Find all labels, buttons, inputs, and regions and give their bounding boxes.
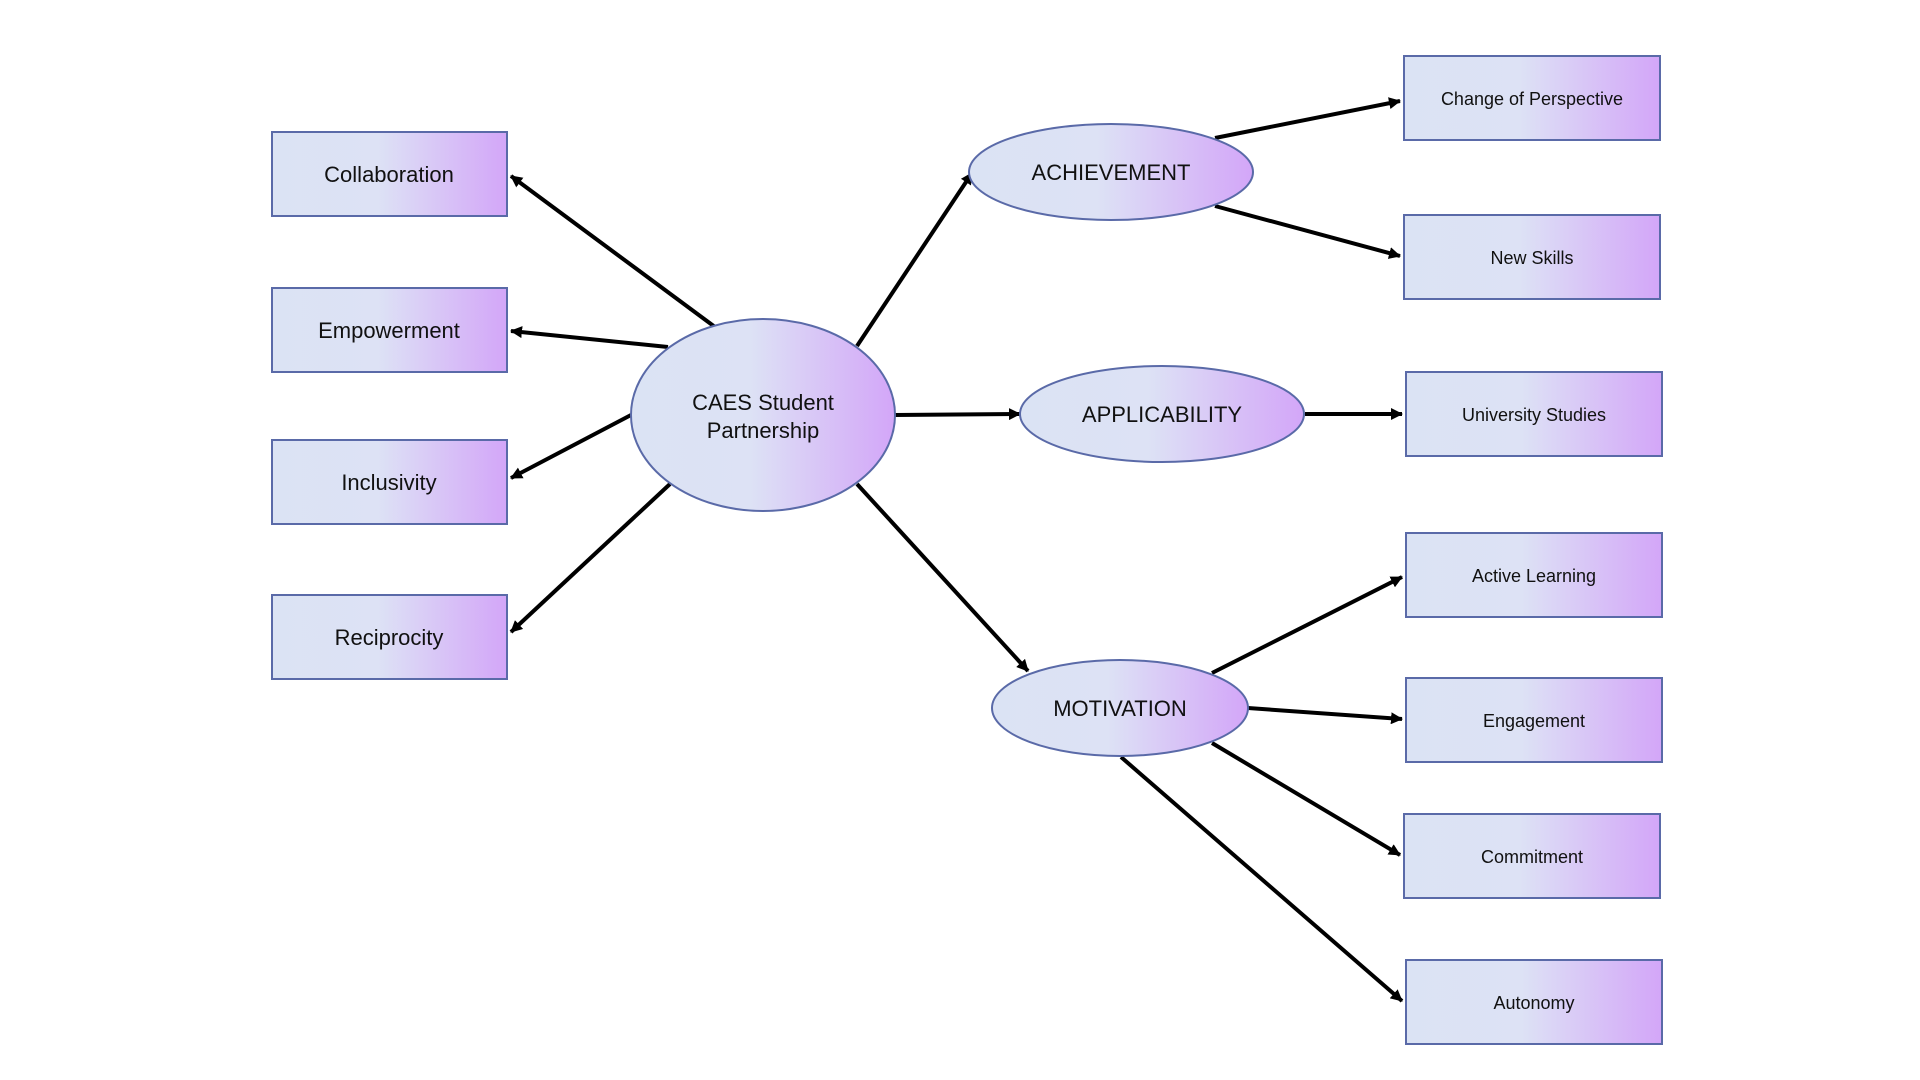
center-node: CAES Student Partnership <box>630 318 896 512</box>
concept-box-reciprocity: Reciprocity <box>271 594 508 680</box>
outcome-box-commitment: Commitment <box>1403 813 1661 899</box>
outcome-label-university-studies: University Studies <box>1462 405 1606 425</box>
concept-box-rect <box>271 287 508 373</box>
arrow-achievement-to-change-of-perspective <box>1214 97 1401 140</box>
theme-label-motivation: MOTIVATION <box>1053 696 1187 721</box>
arrows <box>509 97 1404 1003</box>
arrow-center-to-empowerment <box>510 326 669 349</box>
outcome-label-new-skills: New Skills <box>1490 248 1573 268</box>
theme-achievement: ACHIEVEMENT <box>968 123 1254 221</box>
outcome-box-rect <box>1403 813 1661 899</box>
concept-box-rect <box>271 131 508 217</box>
outcome-box-rect <box>1403 55 1661 141</box>
outcome-label-engagement: Engagement <box>1483 711 1585 731</box>
outcome-box-active-learning: Active Learning <box>1405 532 1663 618</box>
outcome-label-active-learning: Active Learning <box>1472 566 1596 586</box>
themes: ACHIEVEMENT APPLICABILITY MOTIVATION <box>968 123 1305 757</box>
concept-box-empowerment: Empowerment <box>271 287 508 373</box>
theme-ellipse-achievement <box>968 123 1254 221</box>
theme-applicability: APPLICABILITY <box>1019 365 1305 463</box>
outcome-label-change-of-perspective: Change of Perspective <box>1441 89 1623 109</box>
arrow-achievement-to-new-skills <box>1214 204 1401 259</box>
arrow-center-to-inclusivity <box>510 413 632 480</box>
outcome-label-commitment: Commitment <box>1481 847 1583 867</box>
outcome-box-rect <box>1405 959 1663 1045</box>
concept-box-inclusivity: Inclusivity <box>271 439 508 525</box>
arrow-center-to-applicability <box>894 408 1021 421</box>
theme-label-achievement: ACHIEVEMENT <box>1032 160 1191 185</box>
arrow-motivation-to-active-learning <box>1211 575 1403 675</box>
center-label-line-1: CAES Student <box>692 390 834 415</box>
outcome-box-change-of-perspective: Change of Perspective <box>1403 55 1661 141</box>
outcome-box-new-skills: New Skills <box>1403 214 1661 300</box>
arrow-motivation-to-autonomy <box>1119 755 1404 1003</box>
outcome-box-rect <box>1405 532 1663 618</box>
theme-motivation: MOTIVATION <box>991 659 1249 757</box>
center-label-line-2: Partnership <box>707 418 820 443</box>
concept-box-rect <box>271 594 508 680</box>
arrow-center-to-achievement <box>855 171 974 348</box>
center-ellipse <box>630 318 896 512</box>
arrow-motivation-to-commitment <box>1210 741 1402 857</box>
concept-box-rect <box>271 439 508 525</box>
theme-ellipse-applicability <box>1019 365 1305 463</box>
concept-label-reciprocity: Reciprocity <box>335 625 444 650</box>
outcome-box-autonomy: Autonomy <box>1405 959 1663 1045</box>
outcome-label-autonomy: Autonomy <box>1493 993 1574 1013</box>
outcome-box-rect <box>1405 677 1663 763</box>
outcome-box-rect <box>1405 371 1663 457</box>
arrow-center-to-motivation <box>855 482 1030 673</box>
theme-label-applicability: APPLICABILITY <box>1082 402 1243 427</box>
left-concepts: Collaboration Empowerment Inclusivity Re… <box>271 131 508 680</box>
concept-label-empowerment: Empowerment <box>318 318 460 343</box>
outcome-box-rect <box>1403 214 1661 300</box>
arrow-center-to-collaboration <box>509 174 717 329</box>
concept-label-inclusivity: Inclusivity <box>341 470 436 495</box>
outcome-box-university-studies: University Studies <box>1405 371 1663 457</box>
concept-box-collaboration: Collaboration <box>271 131 508 217</box>
theme-ellipse-motivation <box>991 659 1249 757</box>
arrow-center-to-reciprocity <box>509 482 672 634</box>
outcomes: Change of Perspective New Skills Univers… <box>1403 55 1663 1045</box>
arrow-motivation-to-engagement <box>1247 706 1403 725</box>
outcome-box-engagement: Engagement <box>1405 677 1663 763</box>
concept-label-collaboration: Collaboration <box>324 162 454 187</box>
